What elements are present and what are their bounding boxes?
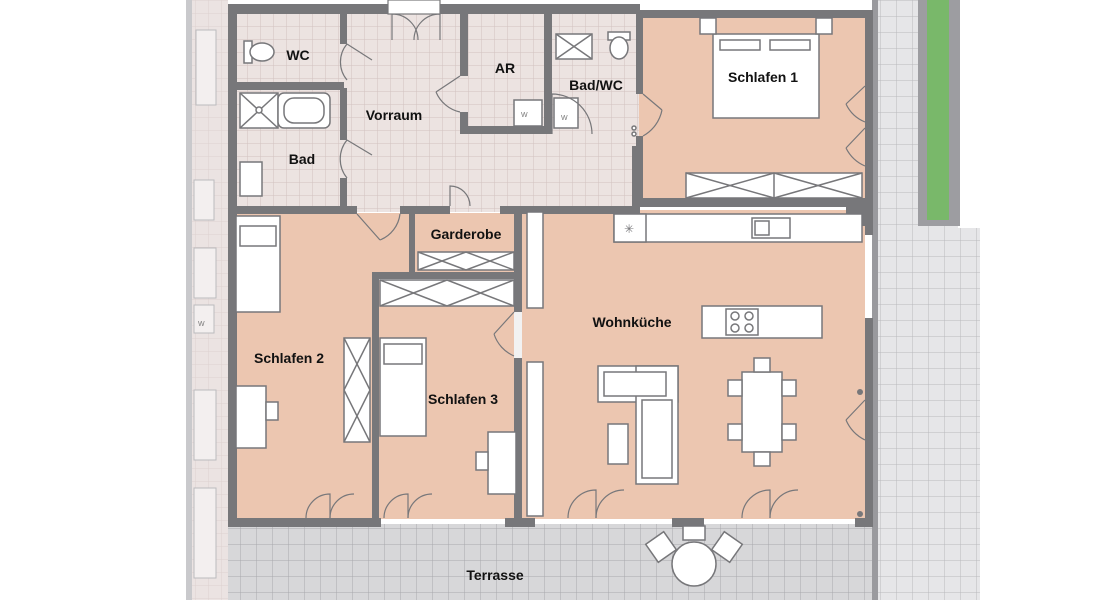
garderobe-closet xyxy=(417,251,515,271)
kitchen-furniture: ✳ xyxy=(526,211,863,517)
dining-table-icon xyxy=(727,357,797,467)
washer-label-left: W xyxy=(198,321,205,328)
terrace-door-kitchen-west[interactable] xyxy=(567,489,597,519)
schlafen1-furniture xyxy=(685,17,863,199)
schlafen2-door[interactable] xyxy=(356,213,401,241)
washer-label-ar: W xyxy=(521,112,528,119)
washer-label-badwc: W xyxy=(561,115,568,122)
sink-icon xyxy=(239,161,263,197)
room-label-wohnkueche: Wohnküche xyxy=(592,314,671,330)
sofa-icon xyxy=(597,365,679,485)
neighbour-area: W xyxy=(186,0,228,600)
room-label-ar: AR xyxy=(495,60,515,76)
cooktop-icon xyxy=(725,308,759,336)
room-label-schlafen1: Schlafen 1 xyxy=(728,69,798,85)
terrace-floor xyxy=(228,524,872,600)
schlafen1-window-south[interactable] xyxy=(845,127,866,167)
desk-icon-s2 xyxy=(235,385,267,449)
room-label-bad: Bad xyxy=(289,151,315,167)
toilet-icon xyxy=(243,40,275,64)
room-label-vorraum: Vorraum xyxy=(366,107,423,123)
schlafen1-window-north[interactable] xyxy=(845,85,866,123)
room-label-schlafen2: Schlafen 2 xyxy=(254,350,324,366)
wc-door[interactable] xyxy=(339,43,373,81)
schlafen1-door[interactable] xyxy=(642,93,663,137)
partition-cabinet-south xyxy=(526,361,544,517)
desk-icon-s3 xyxy=(487,431,517,495)
shower-icon xyxy=(239,92,279,129)
room-label-schlafen3: Schlafen 3 xyxy=(428,391,498,407)
walls xyxy=(228,4,873,527)
partition-cabinet-north xyxy=(526,211,544,309)
room-label-wc: WC xyxy=(286,47,309,63)
terrace-door-s3[interactable] xyxy=(383,493,409,519)
room-label-badwc: Bad/WC xyxy=(569,77,623,93)
shower-icon-badwc xyxy=(555,33,593,60)
badwc-door[interactable] xyxy=(551,93,593,135)
kitchen-island xyxy=(701,305,823,339)
terrace-door-s2[interactable] xyxy=(305,493,331,519)
schlafen3-door[interactable] xyxy=(493,311,515,357)
terrace-table-icon xyxy=(644,525,744,587)
wardrobe-icon xyxy=(685,172,863,199)
bedroom-furniture xyxy=(235,215,517,495)
room-label-terrasse: Terrasse xyxy=(466,567,524,583)
ar-door[interactable] xyxy=(435,75,461,113)
east-terrace xyxy=(872,0,980,600)
planter-green-strip xyxy=(927,0,949,220)
corridor-door[interactable] xyxy=(449,185,471,207)
bad-door[interactable] xyxy=(339,139,373,179)
washer-icon-badwc xyxy=(553,97,579,129)
room-label-garderobe: Garderobe xyxy=(431,226,502,242)
svg-text:✳: ✳ xyxy=(624,222,634,236)
terrace-door-kitchen-east[interactable] xyxy=(741,489,771,519)
kitchen-counter xyxy=(613,213,863,243)
doors xyxy=(305,0,866,519)
east-window-door[interactable] xyxy=(845,399,866,441)
washer-icon-ar xyxy=(513,99,543,127)
schlafen2-wardrobe xyxy=(343,337,371,443)
schlafen3-closet xyxy=(379,279,515,307)
toilet-icon-badwc xyxy=(607,31,631,60)
coffee-table xyxy=(607,423,629,465)
fixtures-north xyxy=(239,31,637,197)
